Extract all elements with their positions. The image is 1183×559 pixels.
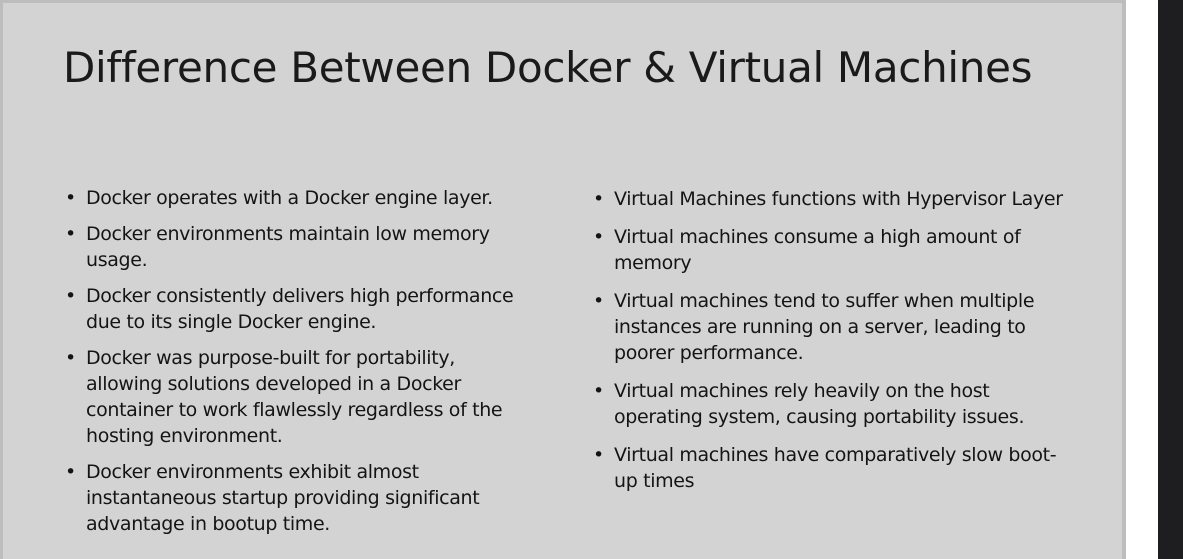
vm-point-text: Virtual machines tend to suffer when mul… — [614, 290, 1035, 364]
bullet-icon: • — [593, 290, 604, 312]
slide-title: Difference Between Docker & Virtual Mach… — [63, 43, 1033, 92]
vm-point-text: Virtual machines consume a high amount o… — [614, 226, 1021, 274]
vm-point-text: Virtual machines rely heavily on the hos… — [614, 380, 1025, 428]
list-item: • Virtual machines tend to suffer when mu… — [593, 288, 1063, 366]
list-item: • Docker was purpose-built for portabilit… — [65, 345, 535, 449]
list-item: • Docker environments exhibit almost inst… — [65, 459, 535, 537]
docker-point-text: Docker environments exhibit almost insta… — [86, 461, 480, 535]
bullet-icon: • — [593, 380, 604, 402]
list-item: • Docker operates with a Docker engine la… — [65, 185, 535, 211]
list-item: • Virtual machines have comparatively slo… — [593, 442, 1063, 494]
bullet-icon: • — [593, 188, 604, 210]
bullet-icon: • — [65, 187, 76, 209]
slide: Difference Between Docker & Virtual Mach… — [0, 0, 1126, 559]
bullet-icon: • — [65, 223, 76, 245]
vm-point-text: Virtual machines have comparatively slow… — [614, 444, 1057, 492]
docker-point-text: Docker environments maintain low memory … — [86, 223, 490, 271]
bullet-icon: • — [65, 285, 76, 307]
docker-bullet-list: • Docker operates with a Docker engine la… — [65, 185, 535, 547]
window-gutter — [1126, 0, 1158, 559]
list-item: • Docker environments maintain low memory… — [65, 221, 535, 273]
bullet-icon: • — [593, 226, 604, 248]
list-item: • Docker consistently delivers high perfo… — [65, 283, 535, 335]
bullet-icon: • — [593, 444, 604, 466]
docker-point-text: Docker was purpose-built for portability… — [86, 347, 503, 447]
dark-side-panel — [1158, 0, 1183, 559]
docker-point-text: Docker operates with a Docker engine lay… — [86, 187, 493, 209]
bullet-icon: • — [65, 347, 76, 369]
bullet-icon: • — [65, 461, 76, 483]
vm-bullet-list: • Virtual Machines functions with Hypervi… — [593, 186, 1063, 506]
docker-point-text: Docker consistently delivers high perfor… — [86, 285, 514, 333]
list-item: • Virtual Machines functions with Hypervi… — [593, 186, 1063, 212]
vm-point-text: Virtual Machines functions with Hypervis… — [614, 188, 1063, 210]
list-item: • Virtual machines rely heavily on the ho… — [593, 378, 1063, 430]
list-item: • Virtual machines consume a high amount … — [593, 224, 1063, 276]
